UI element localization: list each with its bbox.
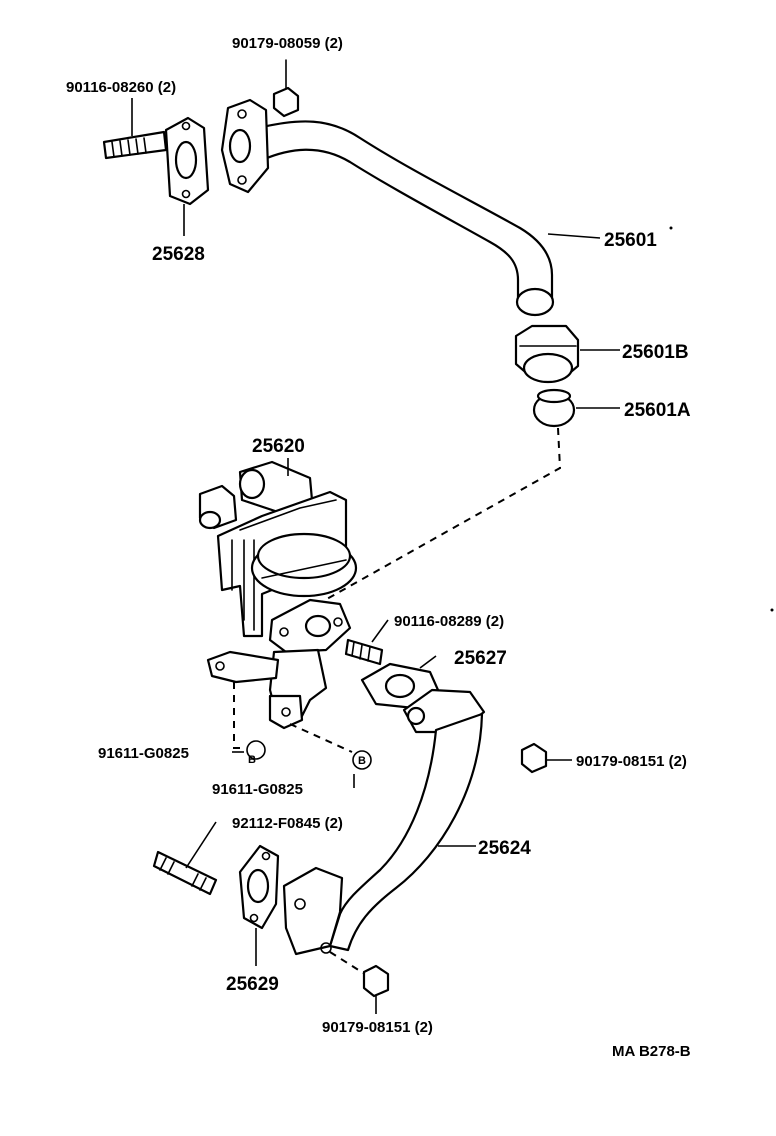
pipe-flange-upper: [220, 98, 270, 194]
nut-90179-08151-bottom: [362, 964, 390, 1014]
label-90179-08059: 90179-08059 (2): [232, 35, 343, 52]
dashed-bolt-b1: [233, 682, 246, 749]
stud-92112-F0845: [152, 821, 218, 896]
label-90116-08289: 90116-08289 (2): [394, 613, 504, 630]
label-25624: 25624: [478, 838, 531, 859]
callout-b1: [246, 740, 266, 760]
label-25628: 25628: [152, 244, 205, 265]
callout-b2: [352, 750, 372, 770]
leader-25601: [547, 233, 601, 239]
label-25620: 25620: [252, 436, 305, 457]
label-91611-G0825-a: 91611-G0825: [98, 745, 189, 762]
union-nut-25601B: [514, 324, 620, 384]
stud-90116-08260: [102, 98, 168, 160]
air-valve-25620: [198, 458, 358, 730]
label-25601A: 25601A: [624, 400, 691, 421]
stud-90116-08289: [344, 619, 389, 666]
label-91611-G0825-b: 91611-G0825: [212, 781, 303, 798]
dashed-bolt-b2: [289, 723, 353, 753]
label-25629: 25629: [226, 974, 279, 995]
callout-b1-text: B: [248, 754, 256, 766]
dashed-lower-nut: [329, 951, 369, 977]
dot-mark: [770, 608, 774, 612]
drawing-code: MA B278-B: [612, 1043, 691, 1060]
pipe-25624: [282, 688, 486, 956]
cap-25601A: [532, 388, 620, 428]
label-90179-08151-bottom: 90179-08151 (2): [322, 1019, 433, 1036]
gasket-25629: [238, 844, 280, 966]
label-90179-08151-right: 90179-08151 (2): [576, 753, 687, 770]
pipe-25601: [256, 120, 555, 317]
dashed-connection-upper: [317, 427, 562, 605]
callout-b2-text: B: [358, 755, 366, 767]
label-90116-08260: 90116-08260 (2): [66, 79, 176, 96]
dot-mark: [669, 226, 673, 230]
label-25601B: 25601B: [622, 342, 689, 363]
nut-90179-08151-right: [520, 742, 572, 774]
gasket-25628: [164, 116, 210, 236]
label-25627: 25627: [454, 648, 507, 669]
nut-90179-08059: [272, 59, 300, 118]
label-25601: 25601: [604, 230, 657, 251]
label-92112-F0845: 92112-F0845 (2): [232, 815, 343, 832]
